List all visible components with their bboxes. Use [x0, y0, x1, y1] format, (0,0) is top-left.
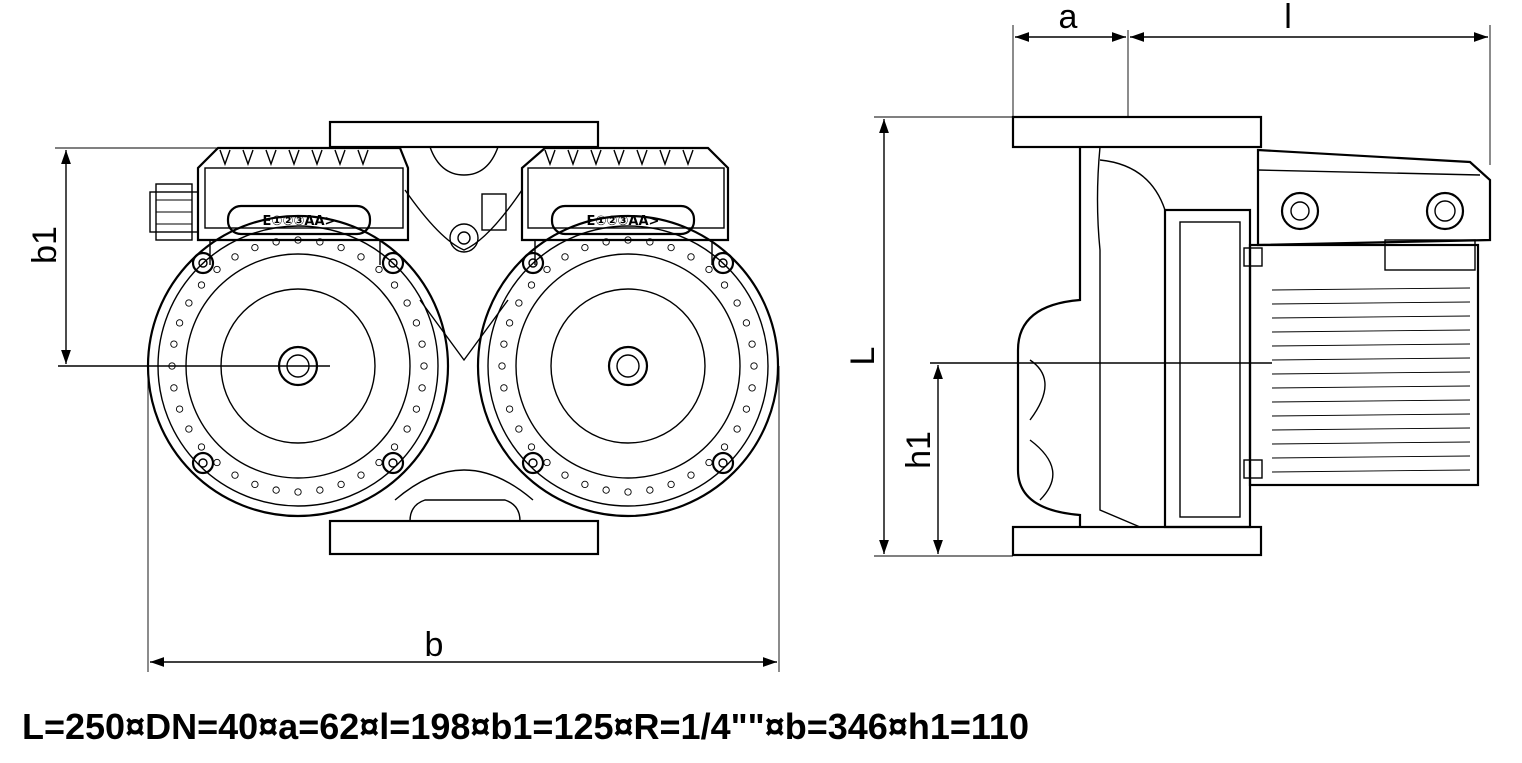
dim-label-b: b — [425, 626, 444, 664]
side-view: a l L h1 — [844, 0, 1492, 557]
dimension-b: b — [147, 366, 780, 672]
dimension-a: a — [1012, 0, 1126, 117]
dim-label-a: a — [1059, 0, 1078, 36]
side-bottom-flange — [1011, 525, 1263, 557]
dim-label-l: l — [1284, 0, 1292, 36]
specs-line: L=250¤DN=40¤a=62¤l=198¤b1=125¤R=1/4""¤b=… — [22, 706, 1029, 747]
dimension-b1: b1 — [26, 147, 230, 364]
dim-label-h1: h1 — [900, 431, 938, 469]
dim-label-b1: b1 — [26, 226, 64, 264]
side-top-flange — [1011, 115, 1263, 149]
dimension-l: l — [1130, 0, 1491, 165]
left-panel-label: E①②③AA> — [263, 214, 336, 229]
bottom-flange — [328, 519, 600, 556]
dim-label-L: L — [844, 347, 882, 366]
left-control-box: E①②③AA> — [149, 146, 410, 265]
right-motor — [476, 214, 780, 518]
front-view: E①②③AA> E①②③AA> b1 — [26, 120, 780, 672]
top-flange — [328, 120, 600, 149]
side-motor — [1248, 243, 1480, 487]
right-control-box: E①②③AA> — [481, 146, 730, 265]
right-panel-label: E①②③AA> — [587, 214, 660, 229]
dimension-L: L — [844, 116, 1013, 557]
left-motor — [146, 214, 450, 518]
dimension-h1: h1 — [900, 365, 943, 554]
side-control-box — [1256, 148, 1492, 247]
